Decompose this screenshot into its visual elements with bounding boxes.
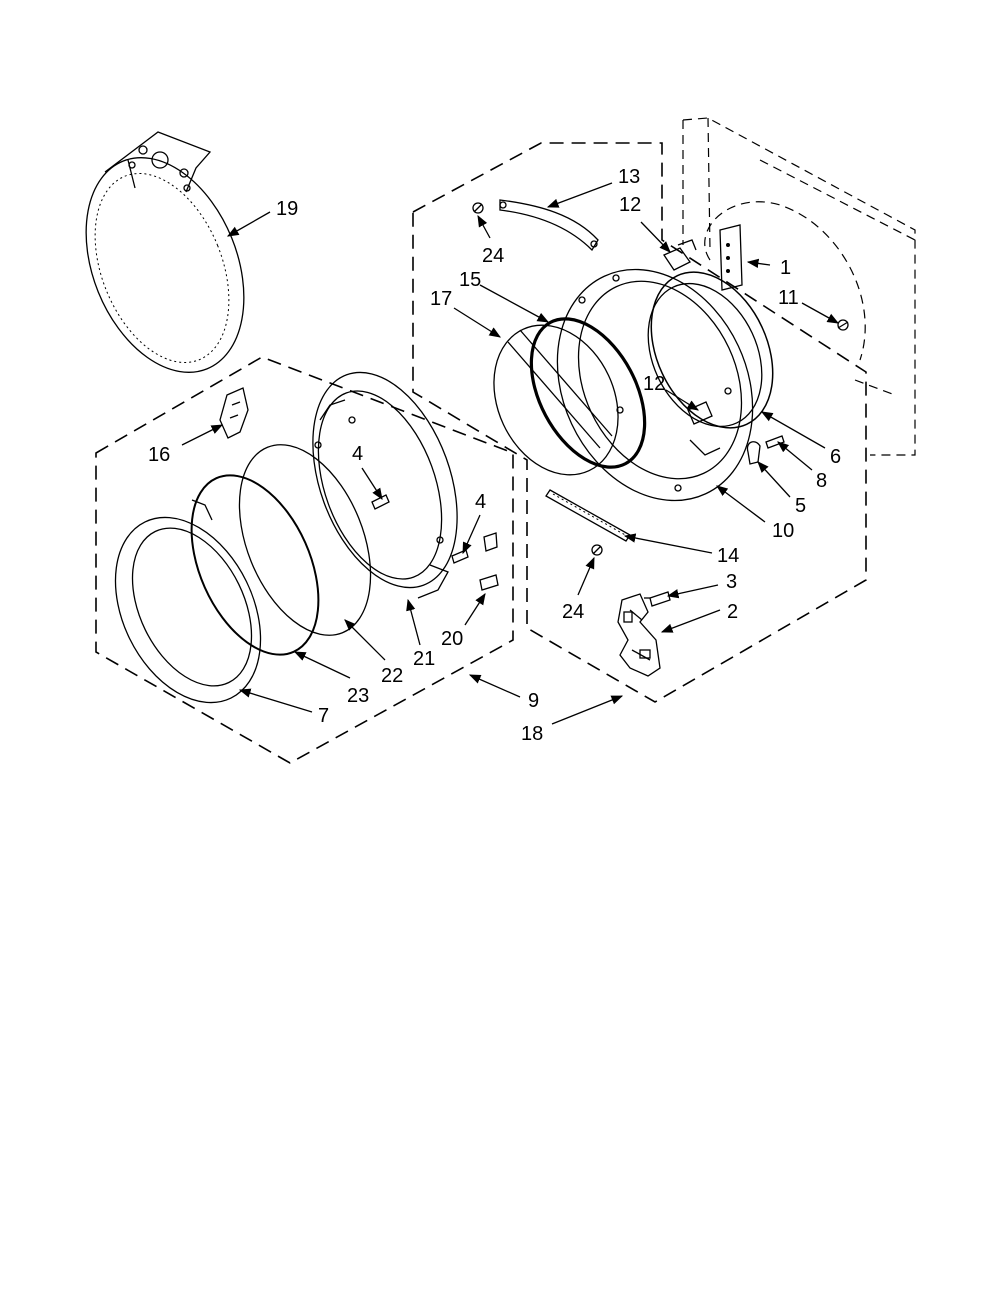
callout-13: 13 [618,166,640,188]
callout-4a: 4 [352,443,363,465]
callout-10: 10 [772,520,794,542]
callout-15: 15 [459,269,481,291]
leader-lines [181,182,840,725]
callout-12b: 12 [643,373,665,395]
part-2-hinge [617,593,661,677]
callout-4b: 4 [475,491,486,513]
callout-17: 17 [430,288,452,310]
part-6-gasket [650,271,774,429]
callout-20: 20 [441,628,463,650]
callout-18: 18 [521,723,543,745]
assembly-18-boundary [412,142,867,703]
callout-3: 3 [726,571,737,593]
part-17-door-glass [493,324,619,476]
callout-16: 16 [148,444,170,466]
callout-22: 22 [381,665,403,687]
part-16-clip [219,387,249,439]
part-20-latch [479,532,499,591]
callout-11: 11 [778,287,799,309]
callout-24a: 24 [482,245,504,267]
callout-14: 14 [717,545,739,567]
assembly-9-boundary [95,356,514,764]
part-12-bracket-mid [687,401,713,425]
part-4-screw-b [451,549,469,564]
part-7-door-trim [114,516,262,704]
part-11-screw [837,319,849,331]
part-5-latch [746,441,761,465]
callout-7: 7 [318,705,329,727]
part-21-inner-shell [312,371,458,599]
part-24-screw-top [472,202,484,214]
part-23-door-ring [190,474,320,656]
part-13-hinge-strap [499,199,599,252]
callout-12a: 12 [619,194,641,216]
callout-5: 5 [795,495,806,517]
part-8-screw [765,435,785,449]
callout-21: 21 [413,648,435,670]
part-22-liner [238,444,372,636]
part-19-rear-ring [85,131,245,373]
part-15-window-gasket [529,317,647,469]
part-24-screw-bottom [591,544,603,556]
callout-23: 23 [347,685,369,707]
part-3-screw [644,591,671,607]
callout-19: 19 [276,198,298,220]
callout-labels: 1 2 3 4 4 5 6 7 8 9 10 11 12 12 13 14 15… [148,166,841,745]
callout-8: 8 [816,470,827,492]
callout-24b: 24 [562,601,584,623]
part-14-strip [545,489,631,542]
part-12-bracket-top [663,239,697,271]
cabinet-outline [682,117,916,456]
callout-1: 1 [780,257,791,279]
callout-6: 6 [830,446,841,468]
callout-9: 9 [528,690,539,712]
callout-2: 2 [727,601,738,623]
